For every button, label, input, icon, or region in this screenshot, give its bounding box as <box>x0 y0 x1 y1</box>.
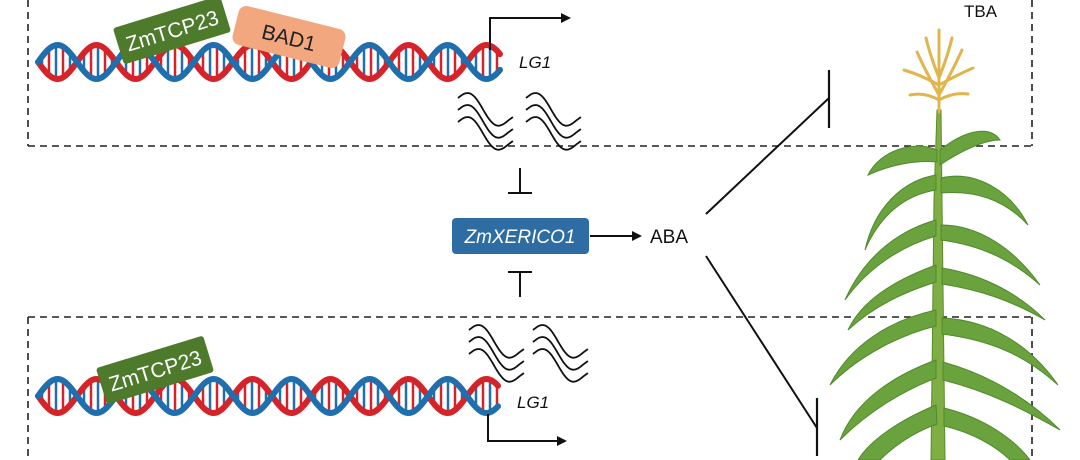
zmtcp23-box-top: ZmTCP23 <box>113 0 231 64</box>
lg1-gene-label-top: LG1 <box>519 53 551 72</box>
transcription-arrow-bottom <box>487 414 567 446</box>
maize-leaves <box>829 130 1061 460</box>
aba-label: ABA <box>650 227 688 248</box>
activation-arrow-aba <box>590 231 642 241</box>
mrna-strand <box>468 324 525 359</box>
bad1-box: BAD1 <box>232 5 346 69</box>
mrna-strand <box>457 104 514 139</box>
top-panel: ZmTCP23 BAD1 LG1 TBA <box>27 0 1033 151</box>
mrna-strand <box>468 348 525 383</box>
aba-inhibits-tba <box>705 70 831 215</box>
zmxerico1-box: ZmXERICO1 <box>452 218 589 254</box>
mrna-strand <box>468 336 525 371</box>
mrna-strand <box>457 92 514 127</box>
mrna-strand <box>525 92 582 127</box>
bottom-panel: ZmTCP23 LG1 LA <box>27 316 1033 460</box>
maize-plant-illustration <box>829 28 1061 460</box>
lg1-gene-label-bottom: LG1 <box>517 393 549 412</box>
zmxerico1-label: ZmXERICO1 <box>464 227 576 248</box>
center-regulation: ZmXERICO1 ABA <box>452 70 831 456</box>
mrna-transcripts-bottom <box>468 324 589 383</box>
mrna-strand <box>532 348 589 383</box>
inhibition-symbol-top <box>508 168 532 194</box>
mrna-strand <box>532 336 589 371</box>
inhibition-symbol-bottom <box>508 271 532 297</box>
mrna-strand <box>525 116 582 151</box>
region-label-tba: TBA <box>964 2 998 21</box>
dna-strand <box>35 41 503 83</box>
mrna-transcripts-top <box>457 92 582 151</box>
maize-tassel <box>902 28 975 114</box>
transcription-arrow-top <box>489 13 571 50</box>
aba-inhibits-la <box>705 255 819 456</box>
mrna-strand <box>457 116 514 151</box>
mrna-strand <box>525 104 582 139</box>
mrna-strand <box>532 324 589 359</box>
